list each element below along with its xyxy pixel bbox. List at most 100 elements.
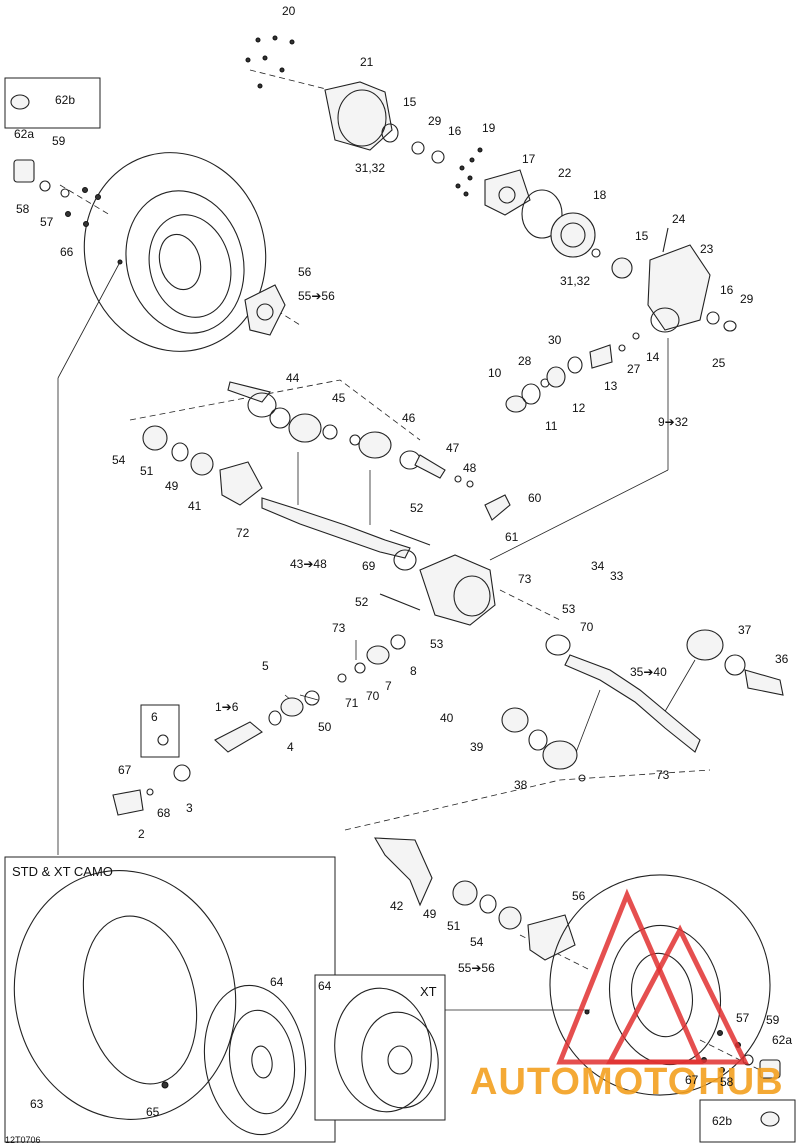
part-label-l8: 8 xyxy=(410,664,417,678)
part-label-l58Bot: 58 xyxy=(720,1075,734,1089)
part-label-l58Top: 58 xyxy=(16,202,30,216)
xt-box-title: XT xyxy=(420,984,437,999)
part-label-l62bBot: 62b xyxy=(712,1114,732,1128)
part-label-l54Bot: 54 xyxy=(470,935,484,949)
part-label-l4348: 43➔48 xyxy=(290,557,327,571)
part-label-l60: 60 xyxy=(528,491,542,505)
rear-differential-upper xyxy=(324,81,737,333)
part-label-l49Top: 49 xyxy=(165,479,179,493)
part-label-l64b: 64 xyxy=(318,979,332,993)
part-label-l4: 4 xyxy=(287,740,294,754)
part-label-l51Bot: 51 xyxy=(447,919,461,933)
upper-lug-hardware xyxy=(13,159,101,227)
part-label-l7: 7 xyxy=(385,679,392,693)
part-label-l3132b: 31,32 xyxy=(560,274,590,288)
part-label-l70a: 70 xyxy=(580,620,594,634)
part-label-l63: 63 xyxy=(30,1097,44,1111)
part-label-l11: 11 xyxy=(545,419,558,433)
box-std-xt-camo xyxy=(4,856,336,1143)
leader-lines xyxy=(57,261,696,1011)
part-label-l50: 50 xyxy=(318,720,332,734)
part-label-l72: 72 xyxy=(236,526,250,540)
box-xt xyxy=(314,974,446,1121)
front-yoke-assembly xyxy=(142,425,263,506)
part-label-l5: 5 xyxy=(262,659,269,673)
part-label-l71: 71 xyxy=(345,696,359,710)
part-label-l14: 14 xyxy=(646,350,660,364)
part-label-l38: 38 xyxy=(514,778,528,792)
std-box-title: STD & XT CAMO xyxy=(12,864,113,879)
part-label-l28: 28 xyxy=(518,354,532,368)
automotohub-watermark: AUTOMOTOHUB xyxy=(470,888,784,1103)
rear-prop-shaft xyxy=(501,629,784,782)
part-label-l48: 48 xyxy=(463,461,477,475)
part-label-l29a: 29 xyxy=(428,114,442,128)
part-label-l61: 61 xyxy=(505,530,519,544)
part-label-l68: 68 xyxy=(157,806,171,820)
part-label-l27: 27 xyxy=(627,362,641,376)
box-62b-top xyxy=(4,77,101,129)
upper-wheel-assembly xyxy=(83,152,286,352)
part-label-l67a: 67 xyxy=(118,763,132,777)
part-label-l47: 47 xyxy=(446,441,460,455)
part-label-l36: 36 xyxy=(775,652,789,666)
part-label-l53a: 53 xyxy=(562,602,576,616)
part-label-l40: 40 xyxy=(440,711,454,725)
front-prop-shaft xyxy=(227,381,474,559)
part-label-l62aTop: 62a xyxy=(14,127,34,141)
part-label-l25: 25 xyxy=(712,356,726,370)
part-label-l37: 37 xyxy=(738,623,752,637)
part-label-l18: 18 xyxy=(593,188,607,202)
part-label-l10: 10 xyxy=(488,366,502,380)
part-label-l33: 33 xyxy=(610,569,624,583)
u-joint-assembly xyxy=(112,634,406,816)
part-label-l24: 24 xyxy=(672,212,686,226)
pinion-gear-set xyxy=(505,332,640,413)
part-label-l70b: 70 xyxy=(366,689,380,703)
part-label-l67b: 67 xyxy=(685,1073,699,1087)
part-label-l66: 66 xyxy=(60,245,74,259)
part-label-l59Bot: 59 xyxy=(766,1013,780,1027)
part-label-l20: 20 xyxy=(282,4,296,18)
part-label-l3: 3 xyxy=(186,801,193,815)
part-label-l57Top: 57 xyxy=(40,215,54,229)
part-label-l932: 9➔32 xyxy=(658,415,688,429)
part-label-l41: 41 xyxy=(188,499,202,513)
housing-bolts xyxy=(245,35,483,197)
part-label-l30: 30 xyxy=(548,333,562,347)
part-label-l22: 22 xyxy=(558,166,572,180)
part-label-l13: 13 xyxy=(604,379,618,393)
part-label-l51Top: 51 xyxy=(140,464,154,478)
watermark-text: AUTOMOTOHUB xyxy=(470,1061,784,1103)
part-label-l53b: 53 xyxy=(430,637,444,651)
part-label-l12: 12 xyxy=(572,401,586,415)
part-label-l62bTop: 62b xyxy=(55,93,75,107)
part-label-l45: 45 xyxy=(332,391,346,405)
part-label-l5556Bot: 55➔56 xyxy=(458,961,495,975)
part-label-l16b: 16 xyxy=(720,283,734,297)
part-label-l2: 2 xyxy=(138,827,145,841)
part-label-l6: 6 xyxy=(151,710,158,724)
figure-id: 12T0706 xyxy=(5,1135,41,1145)
part-label-l29b: 29 xyxy=(740,292,754,306)
box-62b-bottom xyxy=(699,1099,796,1143)
part-label-l59Top: 59 xyxy=(52,134,66,148)
part-label-l54Top: 54 xyxy=(112,453,126,467)
part-label-l52a: 52 xyxy=(410,501,424,515)
part-label-l73b: 73 xyxy=(332,621,346,635)
part-label-l65: 65 xyxy=(146,1105,160,1119)
part-label-l19: 19 xyxy=(482,121,496,135)
part-label-l15b: 15 xyxy=(635,229,649,243)
part-label-l73c: 73 xyxy=(656,768,670,782)
box-part-6 xyxy=(140,704,180,758)
part-label-l23: 23 xyxy=(700,242,714,256)
part-label-l16to: 1➔6 xyxy=(215,700,239,714)
part-label-l44: 44 xyxy=(286,371,300,385)
part-label-l62aBot: 62a xyxy=(772,1033,792,1047)
part-label-l21: 21 xyxy=(360,55,374,69)
part-label-l34: 34 xyxy=(591,559,605,573)
part-label-l69: 69 xyxy=(362,559,376,573)
part-label-l15a: 15 xyxy=(403,95,417,109)
